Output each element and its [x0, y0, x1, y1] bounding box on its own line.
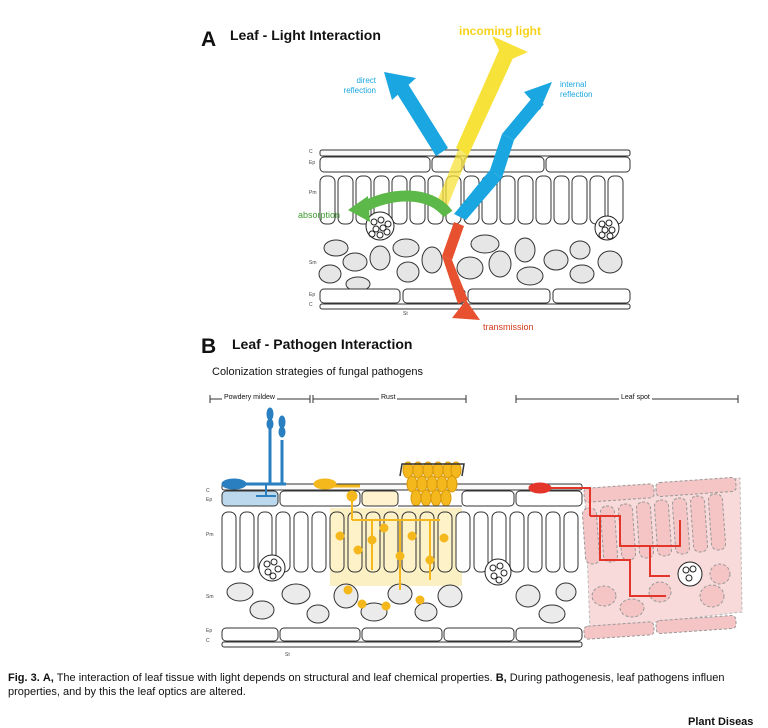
absorption-arrow [348, 190, 453, 222]
leaf-spot-palisade-cells [581, 493, 727, 565]
lower-epidermis [319, 288, 631, 310]
caption-line-1: Fig. 3. A, The interaction of leaf tissu… [8, 671, 768, 685]
leaf-spot-lower-epidermis [583, 614, 737, 640]
leaf-light-diagram [318, 36, 631, 320]
strategy-label-rust: Rust [379, 394, 398, 401]
rust-fungus [313, 478, 449, 611]
incoming-light-arrow [436, 36, 528, 210]
direct-reflection-label: direct reflection [343, 76, 376, 95]
transmission-label: transmission [483, 322, 534, 332]
layer-c-bottom-b: C [206, 638, 210, 644]
panel-b-title: Leaf - Pathogen Interaction [232, 336, 413, 352]
panel-a-title: Leaf - Light Interaction [230, 27, 381, 43]
internal-reflection-arrow [454, 82, 552, 220]
spongy-mesophyll-cells [318, 234, 623, 292]
leaf-spot-mesophyll [591, 563, 731, 618]
powdery-mildew-fungus [221, 407, 286, 497]
panel-a-letter: A [201, 28, 217, 51]
strategy-label-leaf-spot: Leaf spot [619, 394, 652, 401]
transmission-arrow [442, 222, 480, 320]
lower-epidermis-b [221, 627, 583, 648]
layer-pm-a: Pm [309, 190, 317, 196]
absorption-label: absorption [298, 210, 341, 220]
strategy-label-powdery-mildew: Powdery mildew [222, 394, 277, 401]
caption-line-2: properties, and by this the leaf optics … [8, 686, 246, 698]
caption-a-label: A, [42, 672, 54, 684]
ruptured-epidermis [399, 463, 465, 477]
layer-st-b: St [285, 652, 290, 658]
layer-st-a: St [403, 311, 408, 317]
spongy-mesophyll-b [226, 582, 577, 624]
layer-c-bottom-a: C [309, 302, 313, 308]
incoming-light-label: incoming light [459, 24, 541, 38]
caption-fig-number: Fig. 3. [8, 672, 40, 684]
caption-b-label: B, [495, 672, 507, 684]
layer-ep-top-a: Ep [309, 160, 316, 166]
layer-c-top-b: C [206, 488, 210, 494]
layer-sm-b: Sm [206, 594, 214, 600]
layer-ep-top-b: Ep [206, 497, 213, 503]
layer-sm-a: Sm [309, 260, 317, 266]
layer-ep-bottom-a: Ep [309, 292, 316, 298]
leaf-pathogen-diagram [221, 407, 743, 648]
rust-pustule [402, 461, 462, 507]
layer-ep-bottom-b: Ep [206, 628, 213, 634]
panel-b-subtitle: Colonization strategies of fungal pathog… [212, 366, 423, 378]
vascular-bundle [365, 211, 620, 241]
figure-caption: Fig. 3. A, The interaction of leaf tissu… [8, 671, 768, 699]
layer-c-top-a: C [309, 149, 313, 155]
layer-pm-b: Pm [206, 532, 214, 538]
caption-b-text: During pathogenesis, leaf pathogens infl… [506, 672, 725, 684]
upper-epidermis-b [221, 476, 737, 507]
internal-reflection-label: internal reflection [560, 80, 593, 99]
panel-b-letter: B [201, 335, 217, 358]
vascular-bundles-b [258, 554, 703, 587]
direct-reflection-arrow [384, 72, 448, 156]
leaf-spot-fungus [528, 482, 681, 597]
journal-name: Plant Diseas [688, 716, 754, 728]
caption-a-text: The interaction of leaf tissue with ligh… [53, 672, 496, 684]
